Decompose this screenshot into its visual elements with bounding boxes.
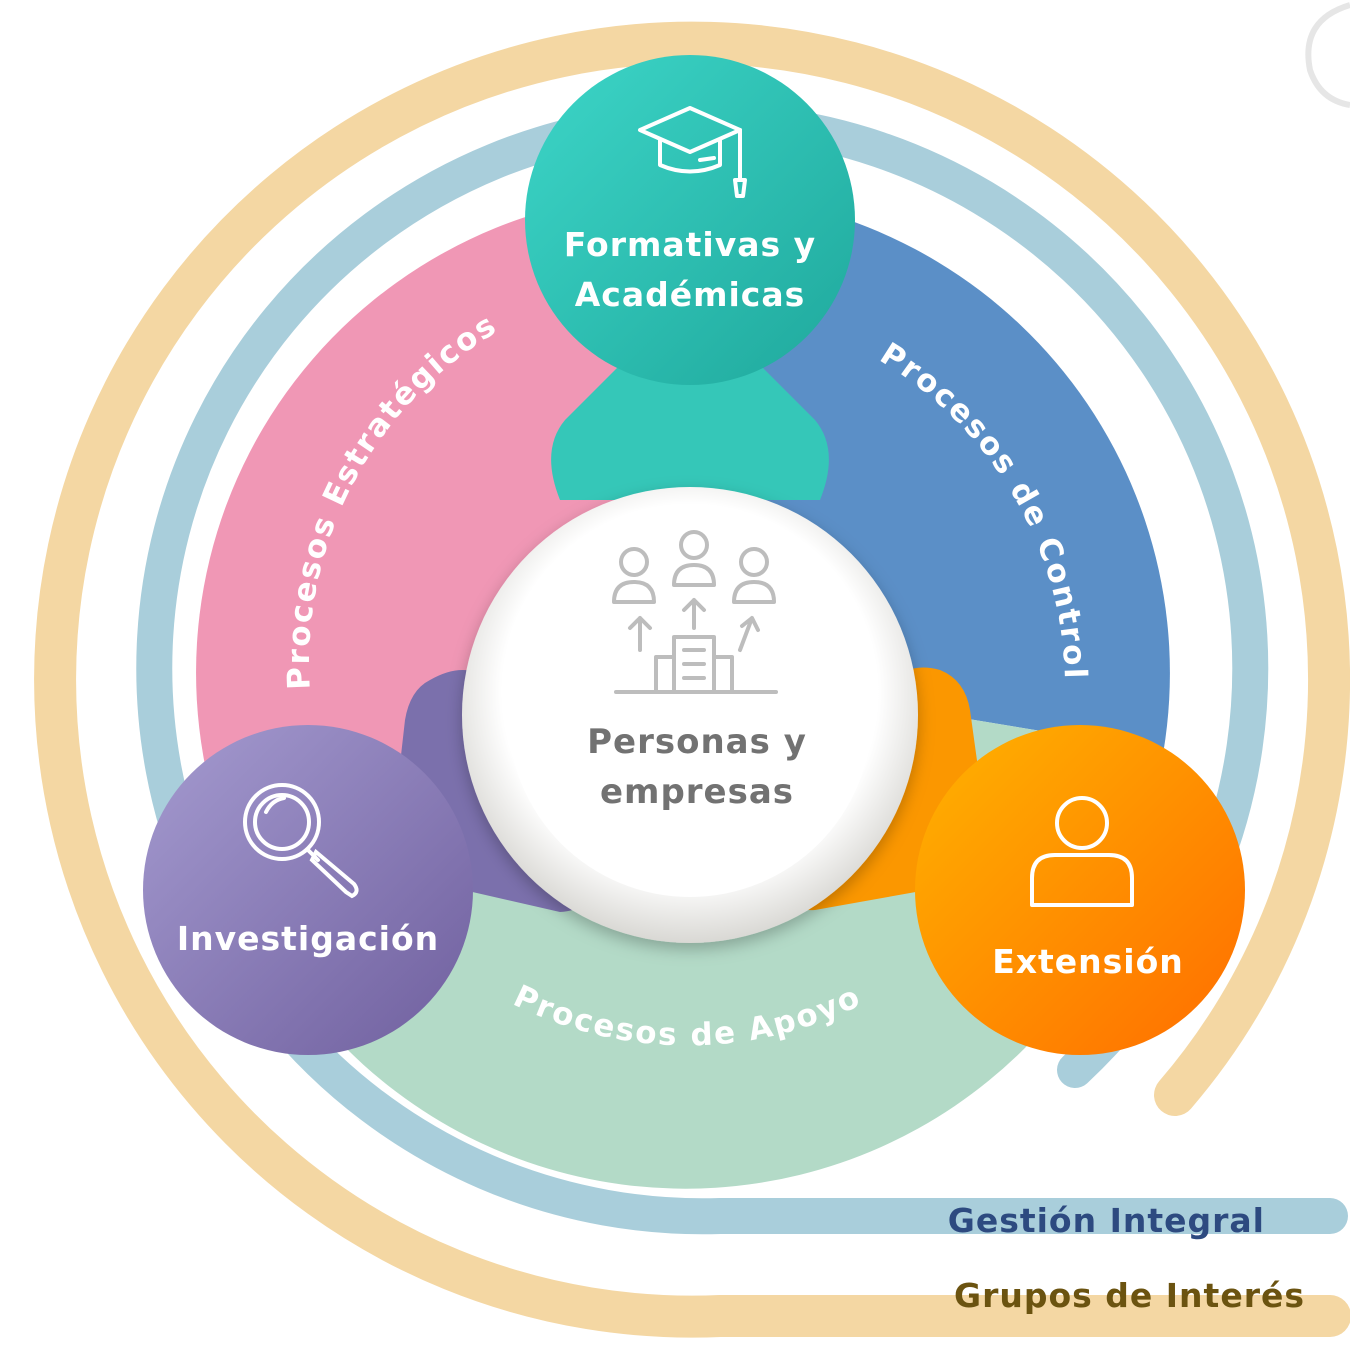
grupos-interes-band (34, 21, 1350, 1338)
grupos-interes-label: Grupos de Interés (954, 1276, 1305, 1315)
center-node: Personas y empresas (462, 487, 918, 943)
formativas-label-line1: Formativas y (564, 225, 816, 264)
gestion-integral-label: Gestión Integral (948, 1201, 1265, 1240)
magnifier-icon (243, 783, 359, 899)
formativas-label-line2: Académicas (575, 275, 806, 314)
extension-label: Extensión (992, 942, 1184, 981)
center-label-line2: empresas (600, 772, 794, 812)
person-icon (1030, 796, 1134, 907)
investigacion-node: Investigación (143, 725, 473, 1055)
corner-decoration (1305, 2, 1350, 108)
extension-node: Extensión (915, 725, 1245, 1055)
people-organization-icon (612, 530, 778, 694)
investigacion-label: Investigación (177, 919, 439, 958)
formativas-node: Formativas y Académicas (525, 55, 855, 385)
graduation-cap-icon (638, 106, 747, 198)
center-label-line1: Personas y (587, 722, 807, 762)
